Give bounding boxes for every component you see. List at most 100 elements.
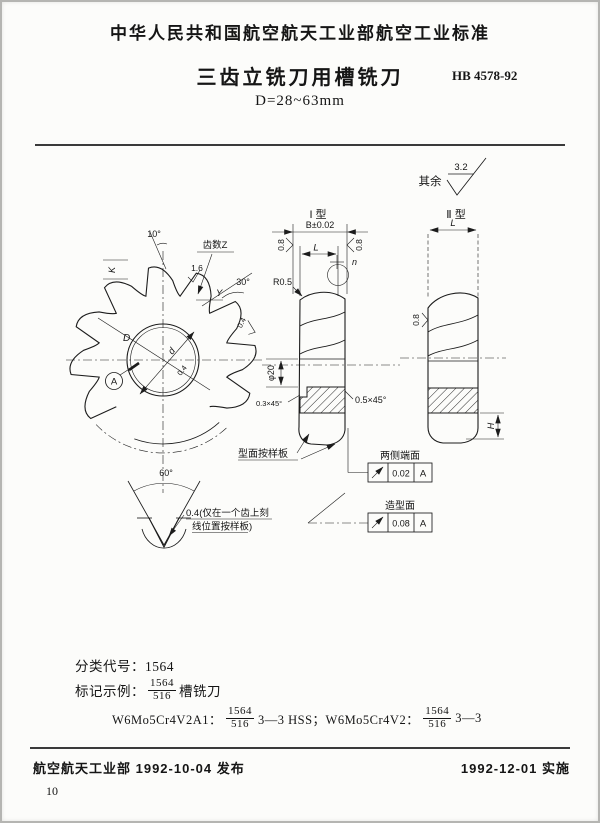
detail-note-leader — [168, 514, 185, 537]
chamfer-small-label: 0.3×45° — [256, 399, 282, 408]
class-code-line: 分类代号：1564 — [75, 659, 174, 674]
side-roughness-label: 0.8 — [411, 314, 421, 326]
top-angle-label: 10° — [147, 229, 161, 239]
roughness-check-icon — [247, 320, 256, 335]
detail-mark-circle — [327, 264, 349, 286]
face-angle-arc — [221, 291, 245, 299]
tolerance-datum: A — [420, 469, 427, 480]
header-rule — [35, 144, 565, 146]
y-label: Y — [216, 288, 223, 299]
chamfer-large-label: 0.5×45° — [355, 395, 387, 405]
datum-circle — [105, 372, 123, 390]
detail-bottom-arc — [141, 528, 187, 549]
diameter-range-subtitle: D=28~63mm — [255, 93, 345, 109]
tolerance-target-label: 造型面 — [385, 499, 415, 512]
roughness-check-icon — [346, 237, 355, 253]
tooth-back-curve — [427, 314, 479, 333]
included-angle-label: 60° — [159, 468, 173, 478]
type2-title: Ⅱ 型 — [446, 207, 465, 221]
tolerance-box — [367, 512, 433, 533]
type1-body-outline — [298, 291, 346, 446]
sector-arc — [133, 482, 195, 492]
example-fraction: 1564 516 — [148, 677, 176, 702]
spec-tail: 3—3 — [455, 710, 482, 725]
roughness-value: 3.2 — [454, 162, 467, 173]
datum-label: A — [111, 377, 118, 388]
spec-fraction-2: 1564 516 — [423, 705, 452, 730]
side-roughness-mark: 0.4 — [235, 316, 256, 335]
standard-org-line: 中华人民共和国航空航天工业部航空工业标准 — [110, 24, 490, 43]
face-angle-line — [201, 272, 253, 307]
material-spec-line: W6Mo5Cr4V2A1： 1564 516 3—3 HSS；W6Mo5Cr4V… — [112, 705, 482, 730]
tolerance-frame-profile: 造型面 0.08 A — [307, 492, 433, 533]
footer-rule — [30, 747, 570, 749]
width-dim-label: B±0.02 — [306, 220, 334, 230]
keyway-hatch-section — [299, 386, 346, 414]
page-number: 10 — [46, 784, 58, 798]
teeth-count-leader — [197, 253, 213, 295]
fraction-numerator: 1564 — [423, 705, 452, 719]
tolerance-value: 0.02 — [392, 469, 410, 479]
chamfer-leader — [287, 394, 301, 403]
bore-dia-label: d — [166, 345, 178, 357]
example-label: 标记示例： — [75, 684, 145, 700]
page-title: 三齿立铣刀用槽铣刀 — [196, 67, 404, 89]
fraction-denominator: 516 — [153, 689, 171, 702]
type1-view: I 型 B±0.02 0.8 0.8 L n R0.5 — [238, 207, 400, 461]
land-roughness-label: 1.6 — [191, 263, 203, 273]
type2-body-outline — [427, 292, 479, 444]
fraction-denominator: 516 — [230, 717, 249, 730]
type2-view: Ⅱ 型 L 0.8 H — [400, 207, 506, 444]
bore-diameter-line — [139, 331, 195, 395]
hub-dim-label: H — [486, 422, 496, 429]
type1-title: I 型 — [309, 207, 326, 221]
teeth-count-label: 齿数Z — [203, 239, 228, 251]
v-tooth-profile — [148, 517, 180, 549]
profile-note-leader — [296, 433, 310, 454]
footer-issued: 航空航天工业部 1992-10-04 发布 — [33, 761, 245, 776]
blank-pitch-arc — [95, 424, 227, 454]
tooth-back-curve — [427, 339, 479, 357]
bore-dim-label: φ20 — [266, 365, 276, 381]
fraction-denominator: 516 — [428, 717, 447, 730]
tolerance-datum: A — [420, 519, 427, 530]
technical-drawing: 其余 3.2 D d 0.4 A 10° 齿数Z — [66, 157, 506, 549]
tolerance-target-label: 两侧端面 — [380, 449, 420, 462]
spec-mid: 3—3 HSS；W6Mo5Cr4V2： — [257, 712, 420, 727]
detail-mark-label: n — [352, 257, 357, 267]
runout-symbol-icon — [371, 466, 384, 479]
front-view: D d 0.4 A 10° 齿数Z 1.6 30° K Y — [66, 229, 263, 493]
land-roughness-check-icon — [187, 269, 201, 283]
spec-fraction-1: 1564 516 — [225, 705, 254, 730]
roughness-check-icon — [285, 237, 294, 253]
runout-symbol-icon — [371, 516, 384, 529]
keyway-hatch-section — [427, 387, 479, 414]
standard-number: HB 4578-92 — [452, 68, 518, 83]
profile-note-label: 型面按样板 — [238, 447, 288, 460]
fraction-numerator: 1564 — [148, 677, 176, 691]
radius-leader — [292, 286, 303, 297]
footer-effective: 1992-12-01 实施 — [460, 761, 570, 776]
profile-note-leader — [300, 443, 336, 460]
face-angle-label: 30° — [236, 277, 250, 287]
chamfer-leader — [344, 390, 354, 400]
fraction-numerator: 1564 — [225, 705, 254, 719]
example-suffix: 槽铣刀 — [179, 684, 221, 700]
k-dim-label: K — [107, 266, 117, 273]
detail-note-line1: 0.4(仅在一个齿上刻 — [186, 507, 269, 519]
marking-example-line: 标记示例： 1564 516 槽铣刀 — [75, 677, 221, 702]
tooth-back-curve — [299, 339, 346, 355]
blank-outline-arc — [134, 422, 220, 445]
roughness-prefix-label: 其余 — [419, 174, 442, 188]
tolerance-leader — [307, 492, 346, 524]
outer-dia-label: D — [123, 333, 130, 344]
spec-prefix: W6Mo5Cr4V2A1： — [112, 712, 222, 727]
tooth-detail-view: 60° 0.4(仅在一个齿上刻 线位置按样板) — [127, 468, 272, 549]
side-roughness-right: 0.8 — [354, 239, 364, 251]
roughness-check-icon — [446, 157, 487, 196]
length-dim-label: L — [313, 243, 318, 254]
length-dim-label: L — [450, 218, 455, 229]
datum-tick — [128, 361, 140, 372]
cutter-teeth-outline — [69, 266, 257, 420]
